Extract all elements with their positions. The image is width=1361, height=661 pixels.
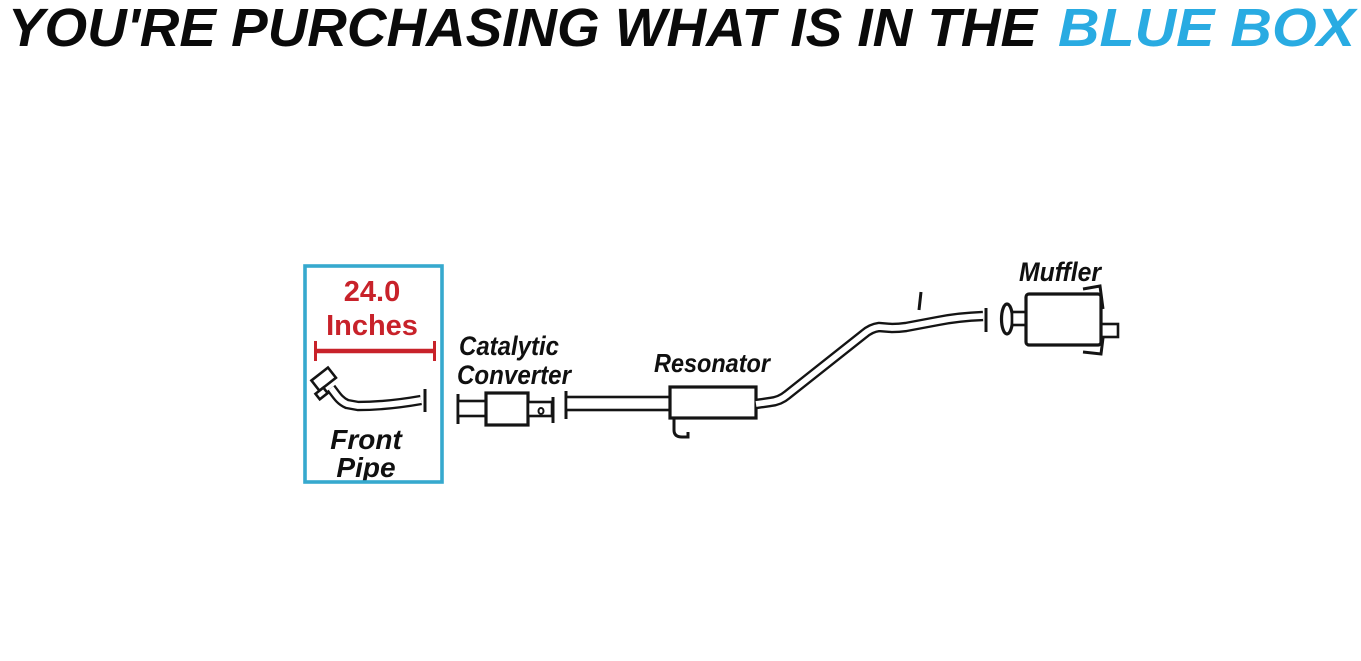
muffler-tailpipe bbox=[1099, 322, 1120, 339]
front-pipe-flange bbox=[309, 365, 338, 402]
headline-black-text: YOU'RE PURCHASING WHAT IS IN THE bbox=[8, 0, 1039, 58]
measurement-value: 24.0 bbox=[344, 276, 400, 308]
catalytic-converter-label-line2: Converter bbox=[457, 360, 572, 390]
resonator-label: Resonator bbox=[654, 348, 772, 378]
pipe-hanger-rod bbox=[917, 291, 923, 311]
muffler-drawing bbox=[999, 284, 1120, 356]
front-pipe-label-line1: Front bbox=[330, 424, 403, 455]
intermediate-pipe-drawing bbox=[564, 391, 673, 419]
front-pipe-label-line2: Pipe bbox=[336, 452, 395, 483]
front-pipe-drawing bbox=[309, 365, 427, 412]
blue-highlight-box bbox=[303, 264, 444, 484]
headline-blue-box-text: BLUE BOX bbox=[1058, 0, 1358, 58]
tail-pipe-drawing bbox=[755, 291, 988, 410]
muffler-label: Muffler bbox=[1019, 257, 1102, 287]
muffler-body bbox=[1024, 292, 1103, 347]
headline: YOU'RE PURCHASING WHAT IS IN THE BLUE BO… bbox=[8, 0, 1358, 58]
measurement-unit: Inches bbox=[326, 310, 418, 342]
catalytic-converter-label-line1: Catalytic bbox=[459, 331, 559, 361]
measurement: 24.0 Inches bbox=[314, 276, 436, 361]
catalytic-converter-drawing bbox=[456, 391, 555, 427]
resonator-hanger-hook bbox=[672, 418, 690, 439]
resonator-drawing bbox=[668, 385, 758, 439]
